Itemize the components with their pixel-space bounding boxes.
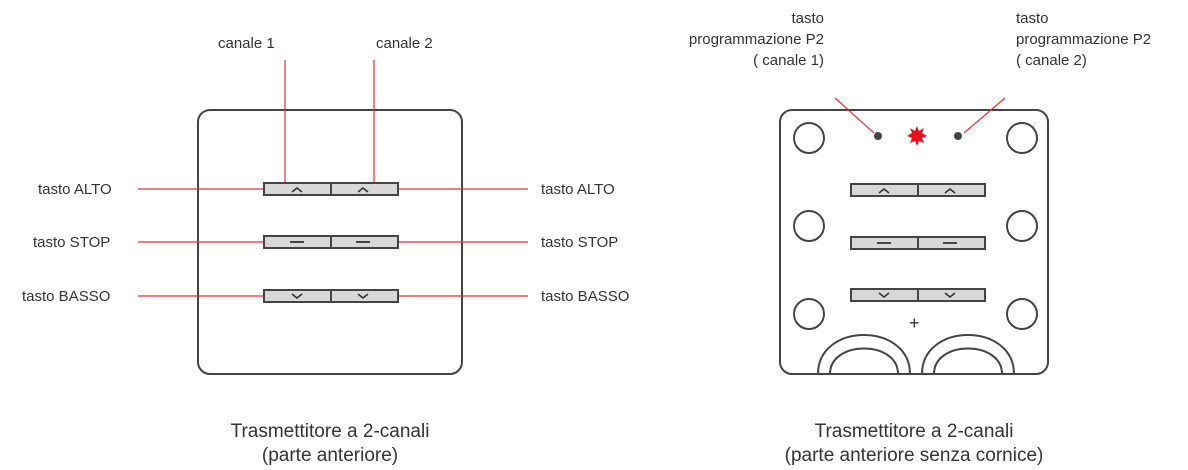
label-stop-right: tasto STOP xyxy=(541,234,619,251)
caption-left-line1: Trasmettitore a 2-canali xyxy=(230,421,430,442)
caption-left-line2: (parte anteriore) xyxy=(261,445,399,466)
label-down-right: tasto BASSO xyxy=(541,288,630,305)
chevron-up-icon xyxy=(878,187,890,194)
label-p2-channel1-line1: tasto xyxy=(791,10,824,27)
chevron-down-icon xyxy=(357,293,369,300)
button-row-down-left[interactable] xyxy=(263,289,399,303)
mounting-holes xyxy=(793,122,1038,330)
label-p2-channel2-line3: ( canale 2) xyxy=(1016,52,1087,69)
button-row-down-right[interactable] xyxy=(850,288,986,302)
label-up-right: tasto ALTO xyxy=(541,181,615,198)
label-stop-left: tasto STOP xyxy=(33,234,111,251)
label-p2-channel1-line3: ( canale 1) xyxy=(753,52,824,69)
caption-left: Trasmettitore a 2-canali (parte anterior… xyxy=(150,420,510,468)
label-channel-1: canale 1 xyxy=(218,35,275,52)
led-burst-icon xyxy=(907,126,927,146)
button-row-up-right[interactable] xyxy=(850,183,986,197)
chevron-down-icon xyxy=(944,292,956,299)
caption-right-line2: (parte anteriore senza cornice) xyxy=(784,445,1044,466)
chevron-up-icon xyxy=(291,186,303,193)
chevron-down-icon xyxy=(291,293,303,300)
label-channel-2: canale 2 xyxy=(376,35,433,52)
transmitter-body xyxy=(779,109,1049,375)
label-up-left: tasto ALTO xyxy=(38,181,112,198)
p2-button-channel1[interactable] xyxy=(874,132,882,140)
button-row-stop-left[interactable] xyxy=(263,235,399,249)
button-row-up-left[interactable] xyxy=(263,182,399,196)
plus-symbol: + xyxy=(909,313,920,333)
label-down-left: tasto BASSO xyxy=(22,288,111,305)
label-p2-channel1: tasto programmazione P2 ( canale 1) xyxy=(689,8,824,71)
caption-right-line1: Trasmettitore a 2-canali xyxy=(814,421,1014,442)
p2-button-channel2[interactable] xyxy=(954,132,962,140)
leader-lines-right xyxy=(834,97,1006,134)
battery-compartment xyxy=(817,334,1015,375)
label-p2-channel2-line1: tasto xyxy=(1016,10,1049,27)
chevron-up-icon xyxy=(357,186,369,193)
label-p2-channel1-line2: programmazione P2 xyxy=(688,31,824,48)
chevron-up-icon xyxy=(944,187,956,194)
button-row-stop-right[interactable] xyxy=(850,236,986,250)
leader-lines-left xyxy=(138,60,528,297)
caption-right: Trasmettitore a 2-canali (parte anterior… xyxy=(734,420,1094,468)
label-p2-channel2-line2: programmazione P2 xyxy=(1016,31,1152,48)
chevron-down-icon xyxy=(878,292,890,299)
label-p2-channel2: tasto programmazione P2 ( canale 2) xyxy=(1016,8,1151,71)
